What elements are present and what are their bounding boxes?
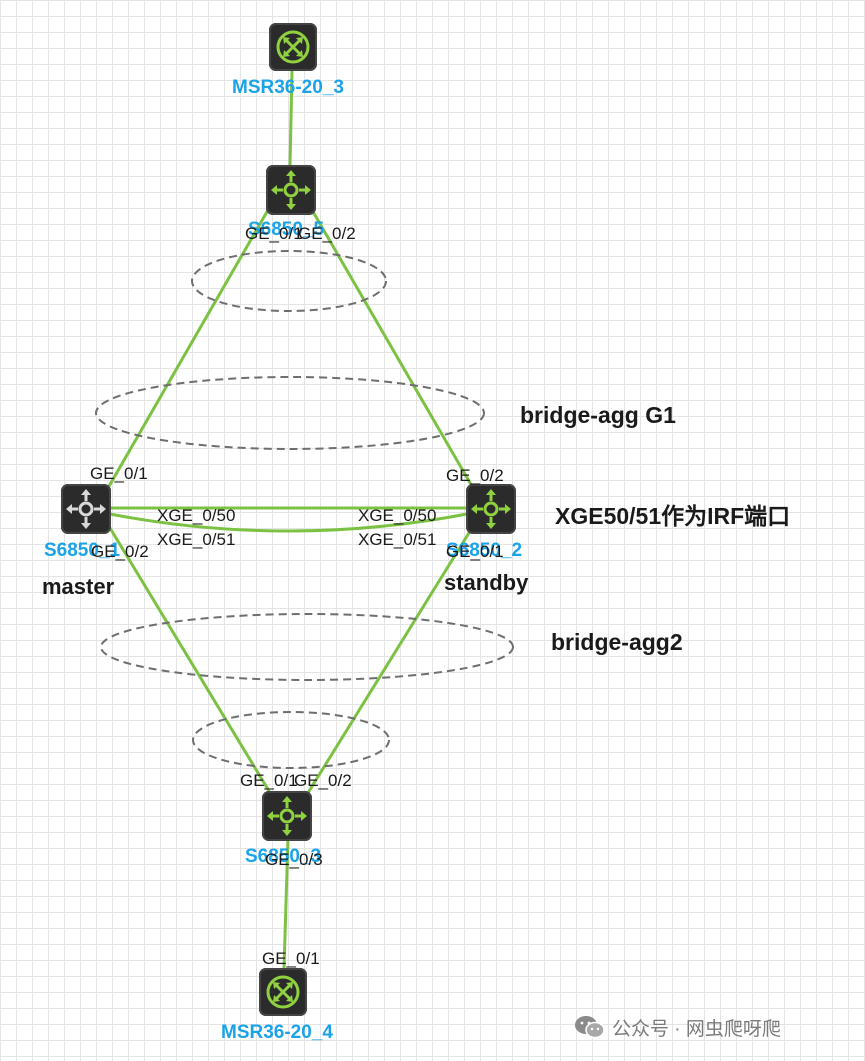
port-s3-ge-0-3: GE_0/3 — [265, 850, 323, 869]
port-s3-ge-0-1: GE_0/1 — [240, 771, 298, 790]
annotation-bridge-agg2: bridge-agg2 — [551, 629, 683, 655]
port-s5-ge-0-2: GE_0/2 — [298, 224, 356, 243]
switch-s6850-2-icon[interactable] — [466, 484, 516, 534]
port-s1-ge-0-2: GE_0/2 — [91, 542, 149, 561]
device-name-s6850-2: S6850_2 — [446, 540, 523, 561]
port-s1-xge-0-50: XGE_0/50 — [157, 506, 236, 525]
wechat-icon — [575, 1016, 605, 1039]
router-msr36-20-3-icon[interactable] — [269, 23, 317, 71]
port-s2-xge-0-51: XGE_0/51 — [358, 530, 437, 549]
watermark-text: 公众号 · 网虫爬呀爬 — [612, 1019, 781, 1040]
device-name-s6850-1: S6850_1 — [44, 540, 121, 561]
link-msr3-s5[interactable] — [288, 69, 294, 167]
device-name-s6850-5: S6850_5 — [248, 219, 325, 240]
agg-ellipse-small-top — [191, 250, 387, 312]
port-s5-ge-0-1: GE_0/1 — [245, 224, 303, 243]
switch-s6850-1-icon[interactable] — [61, 484, 111, 534]
port-s3-ge-0-2: GE_0/2 — [294, 771, 352, 790]
port-msr4-ge-0-1: GE_0/1 — [262, 949, 320, 968]
role-standby: standby — [444, 570, 529, 595]
switch-s6850-3-icon[interactable] — [262, 791, 312, 841]
port-s2-xge-0-50: XGE_0/50 — [358, 506, 437, 525]
port-s2-ge-0-1: GE_0/1 — [446, 542, 504, 561]
port-s1-xge-0-51: XGE_0/51 — [157, 530, 236, 549]
router-msr36-20-4-icon[interactable] — [259, 968, 307, 1016]
switch-s6850-5-icon[interactable] — [266, 165, 316, 215]
link-s2-s3[interactable] — [304, 527, 474, 797]
link-s3-msr4[interactable] — [282, 837, 290, 969]
port-s1-ge-0-1: GE_0/1 — [90, 464, 148, 483]
agg-ellipse-bridge-agg2 — [100, 613, 514, 681]
annotation-irf-ports: XGE50/51作为IRF端口 — [555, 503, 791, 529]
device-name-msr36-20-3: MSR36-20_3 — [232, 77, 344, 98]
link-s1-s3[interactable] — [108, 527, 274, 797]
port-s2-ge-0-2: GE_0/2 — [446, 466, 504, 485]
link-irf-xge51[interactable] — [109, 512, 468, 533]
agg-ellipse-small-bottom — [192, 711, 390, 769]
device-name-s6850-3: S6850_3 — [245, 846, 322, 867]
role-master: master — [42, 574, 115, 599]
device-name-msr36-20-4: MSR36-20_4 — [221, 1022, 333, 1043]
annotation-bridge-agg-g1: bridge-agg G1 — [520, 402, 676, 428]
link-s5-s2[interactable] — [310, 209, 475, 489]
link-s5-s1[interactable] — [106, 209, 270, 489]
agg-ellipse-bridge-agg-g1 — [95, 376, 485, 450]
